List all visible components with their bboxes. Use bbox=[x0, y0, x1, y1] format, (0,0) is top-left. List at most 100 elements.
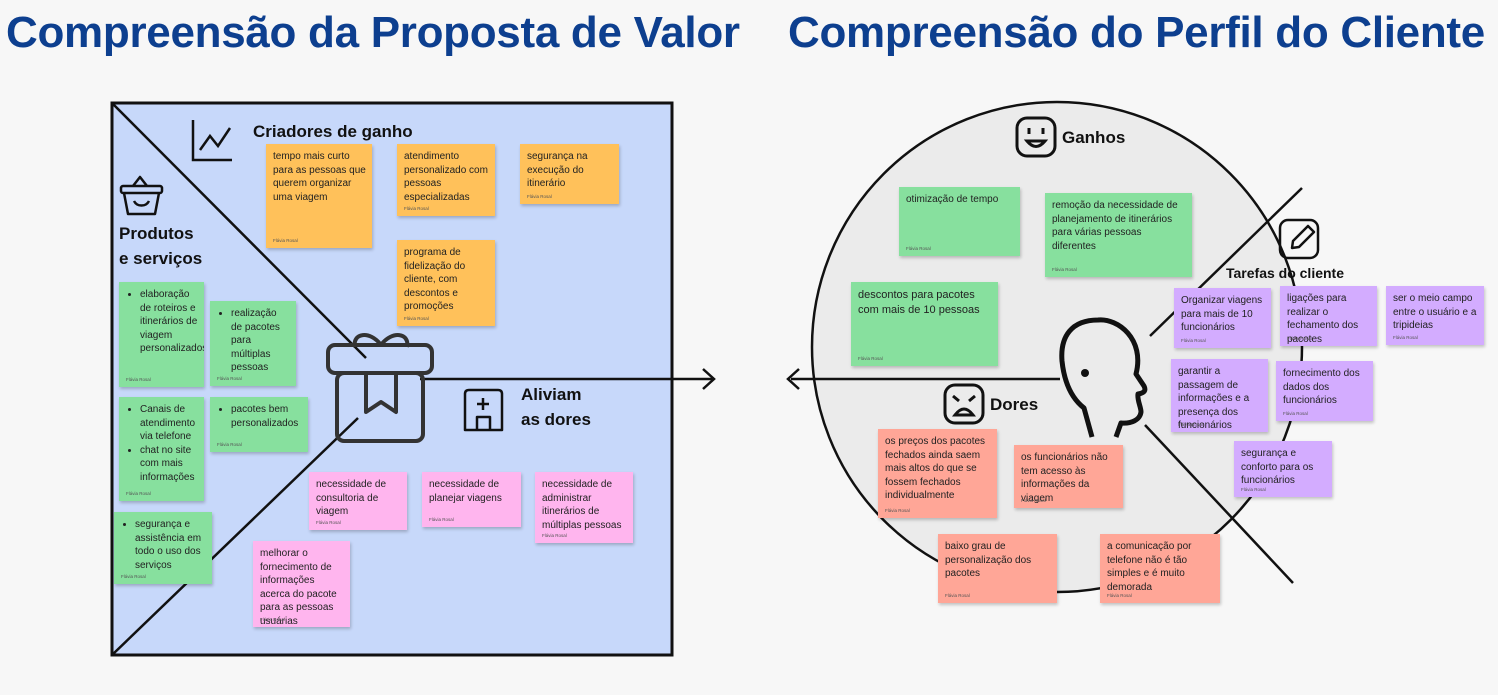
smile-icon bbox=[1015, 116, 1057, 158]
product-sticky[interactable]: realização de pacotes para múltiplas pes… bbox=[210, 301, 296, 386]
sticky-author: Flávia Rosal bbox=[126, 376, 151, 382]
pain-reliever-sticky[interactable]: necessidade de consultoria de viagem Flá… bbox=[309, 472, 407, 530]
sticky-author: Flávia Rosal bbox=[527, 193, 552, 199]
sticky-text: ligações para realizar o fechamento dos … bbox=[1287, 293, 1359, 345]
sticky-text: baixo grau de personalização dos pacotes bbox=[945, 541, 1032, 579]
sticky-author: Flávia Rosal bbox=[906, 245, 931, 251]
gain-creator-sticky[interactable]: programa de fidelização do cliente, com … bbox=[397, 240, 495, 326]
sticky-bullets: realização de pacotes para múltiplas pes… bbox=[217, 307, 290, 375]
pain-reliever-sticky[interactable]: necessidade de administrar itinerários d… bbox=[535, 472, 633, 543]
sticky-text: necessidade de consultoria de viagem bbox=[316, 479, 387, 517]
sticky-author: Flávia Rosal bbox=[1241, 486, 1266, 492]
customer-profile-title: Compreensão do Perfil do Cliente bbox=[788, 8, 1485, 57]
bullet-item: chat no site com mais informações bbox=[140, 444, 198, 485]
pain-sticky[interactable]: baixo grau de personalização dos pacotes… bbox=[938, 534, 1057, 603]
sticky-author: Flávia Rosal bbox=[1181, 337, 1206, 343]
job-sticky[interactable]: segurança e conforto para os funcionário… bbox=[1234, 441, 1332, 497]
gain-sticky[interactable]: descontos para pacotes com mais de 10 pe… bbox=[851, 282, 998, 366]
gain-sticky[interactable]: remoção da necessidade de planejamento d… bbox=[1045, 193, 1192, 277]
sticky-author: Flávia Rosal bbox=[404, 205, 429, 211]
bullet-item: pacotes bem personalizados bbox=[231, 403, 302, 430]
pain-reliever-sticky[interactable]: melhorar o fornecimento de informações a… bbox=[253, 541, 350, 627]
sticky-author: Flávia Rosal bbox=[1107, 592, 1132, 598]
pain-relievers-heading: Aliviam as dores bbox=[521, 383, 591, 432]
sticky-text: ser o meio campo entre o usuário e a tri… bbox=[1393, 293, 1477, 331]
gain-creators-heading: Criadores de ganho bbox=[253, 122, 413, 141]
sticky-author: Flávia Rosal bbox=[126, 490, 151, 496]
pain-relievers-heading-line2: as dores bbox=[521, 409, 591, 429]
profile-divider-lower bbox=[1144, 424, 1294, 584]
gain-sticky[interactable]: otimização de tempo Flávia Rosal bbox=[899, 187, 1020, 256]
sticky-author: Flávia Rosal bbox=[542, 532, 567, 538]
sticky-author: Flávia Rosal bbox=[1287, 335, 1312, 341]
product-sticky[interactable]: segurança e assistência em todo o uso do… bbox=[114, 512, 212, 584]
job-sticky[interactable]: ser o meio campo entre o usuário e a tri… bbox=[1386, 286, 1484, 345]
sticky-text: otimização de tempo bbox=[906, 194, 999, 205]
pain-sticky[interactable]: a comunicação por telefone não é tão sim… bbox=[1100, 534, 1220, 603]
sticky-text: atendimento personalizado com pessoas es… bbox=[404, 151, 488, 203]
sticky-author: Flávia Rosal bbox=[1021, 497, 1046, 503]
sad-face-icon bbox=[943, 383, 985, 425]
customer-head-icon bbox=[1059, 317, 1148, 438]
job-sticky[interactable]: ligações para realizar o fechamento dos … bbox=[1280, 286, 1377, 346]
products-heading: Produtos e serviços bbox=[119, 222, 202, 271]
right-arrow-icon bbox=[702, 368, 716, 390]
sticky-author: Flávia Rosal bbox=[273, 237, 298, 243]
jobs-heading: Tarefas do cliente bbox=[1226, 265, 1345, 281]
sticky-author: Flávia Rosal bbox=[1178, 421, 1203, 427]
pain-sticky[interactable]: os preços dos pacotes fechados ainda sae… bbox=[878, 429, 997, 518]
sticky-author: Flávia Rosal bbox=[429, 516, 454, 522]
hospital-icon bbox=[463, 388, 504, 432]
sticky-author: Flávia Rosal bbox=[217, 375, 242, 381]
sticky-author: Flávia Rosal bbox=[217, 441, 242, 447]
sticky-text: os funcionários não tem acesso às inform… bbox=[1021, 452, 1108, 504]
product-sticky[interactable]: Canais de atendimento via telefone chat … bbox=[119, 397, 204, 501]
sticky-text: garantir a passagem de informações e a p… bbox=[1178, 366, 1250, 431]
pain-relievers-heading-line1: Aliviam bbox=[521, 385, 582, 404]
bullet-item: realização de pacotes para múltiplas pes… bbox=[231, 307, 290, 375]
sticky-author: Flávia Rosal bbox=[1283, 410, 1308, 416]
sticky-bullets: pacotes bem personalizados bbox=[217, 403, 302, 430]
sticky-author: Flávia Rosal bbox=[1052, 266, 1077, 272]
sticky-author: Flávia Rosal bbox=[404, 315, 429, 321]
sticky-text: remoção da necessidade de planejamento d… bbox=[1052, 200, 1178, 252]
left-arrow-icon bbox=[786, 368, 800, 390]
sticky-text: Organizar viagens para mais de 10 funcio… bbox=[1181, 295, 1263, 333]
chart-icon bbox=[191, 120, 232, 162]
gain-creator-sticky[interactable]: segurança na execução do itinerário Fláv… bbox=[520, 144, 619, 204]
sticky-bullets: segurança e assistência em todo o uso do… bbox=[121, 518, 206, 572]
sticky-author: Flávia Rosal bbox=[885, 507, 910, 513]
basket-icon bbox=[119, 175, 164, 216]
sticky-text: fornecimento dos dados dos funcionários bbox=[1283, 368, 1360, 406]
sticky-author: Flávia Rosal bbox=[121, 573, 146, 579]
pencil-icon bbox=[1278, 218, 1320, 260]
sticky-author: Flávia Rosal bbox=[260, 616, 285, 622]
product-sticky[interactable]: pacotes bem personalizados Flávia Rosal bbox=[210, 397, 308, 452]
bullet-item: elaboração de roteiros e itinerários de … bbox=[140, 288, 204, 356]
pain-sticky[interactable]: os funcionários não tem acesso às inform… bbox=[1014, 445, 1123, 508]
gain-creator-sticky[interactable]: atendimento personalizado com pessoas es… bbox=[397, 144, 495, 216]
sticky-text: necessidade de administrar itinerários d… bbox=[542, 479, 622, 531]
products-heading-line2: e serviços bbox=[119, 248, 203, 268]
pain-reliever-sticky[interactable]: necessidade de planejar viagens Flávia R… bbox=[422, 472, 521, 527]
sticky-text: necessidade de planejar viagens bbox=[429, 479, 502, 504]
sticky-text: os preços dos pacotes fechados ainda sae… bbox=[885, 436, 986, 501]
value-map-divider-diagonal bbox=[111, 102, 367, 359]
gain-creator-sticky[interactable]: tempo mais curto para as pessoas que que… bbox=[266, 144, 372, 248]
sticky-author: Flávia Rosal bbox=[858, 355, 883, 361]
sticky-text: descontos para pacotes com mais de 10 pe… bbox=[858, 289, 980, 316]
sticky-text: melhorar o fornecimento de informações a… bbox=[260, 548, 337, 627]
sticky-text: a comunicação por telefone não é tão sim… bbox=[1107, 541, 1192, 593]
sticky-text: tempo mais curto para as pessoas que que… bbox=[273, 151, 366, 203]
job-sticky[interactable]: fornecimento dos dados dos funcionários … bbox=[1276, 361, 1373, 421]
gains-heading: Ganhos bbox=[1062, 128, 1126, 147]
job-sticky[interactable]: garantir a passagem de informações e a p… bbox=[1171, 359, 1268, 432]
sticky-bullets: Canais de atendimento via telefone chat … bbox=[126, 403, 198, 484]
sticky-text: segurança na execução do itinerário bbox=[527, 151, 588, 189]
products-heading-line1: Produtos bbox=[119, 224, 194, 243]
product-sticky[interactable]: elaboração de roteiros e itinerários de … bbox=[119, 282, 204, 387]
sticky-bullets: elaboração de roteiros e itinerários de … bbox=[126, 288, 204, 356]
sticky-author: Flávia Rosal bbox=[1393, 334, 1418, 340]
job-sticky[interactable]: Organizar viagens para mais de 10 funcio… bbox=[1174, 288, 1271, 348]
gift-icon bbox=[326, 333, 434, 443]
